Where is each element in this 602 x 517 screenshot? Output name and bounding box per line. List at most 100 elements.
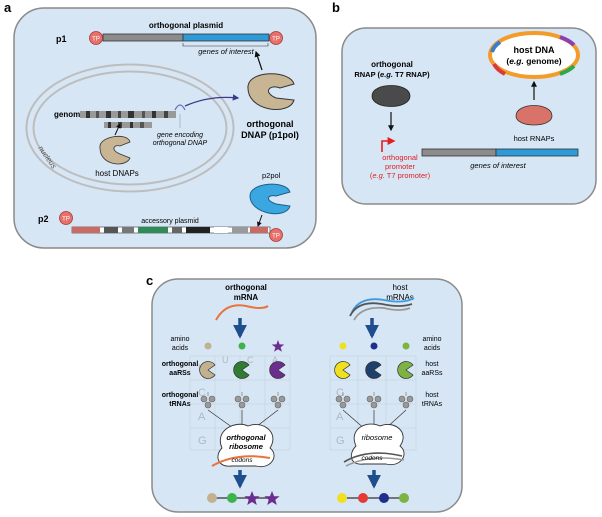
right-peptide-aa-2	[358, 493, 368, 503]
accessory-plasmid-label: accessory plasmid	[141, 218, 199, 225]
orthogonal-dnap-label-1: orthogonal	[247, 119, 294, 129]
left-aa-tan-icon	[204, 342, 212, 350]
right-peptide-aa-1	[337, 493, 347, 503]
right-peptide-aa-4	[399, 493, 409, 503]
right-aa-yellow-icon	[339, 342, 347, 350]
right-aa-lime-icon	[402, 342, 410, 350]
right-aars-lime-icon	[397, 361, 414, 379]
orthogonal-aarss-label-2: aaRSs	[169, 370, 191, 377]
left-codon-col-u: U	[222, 355, 229, 365]
host-mrnas-label-1: host	[392, 283, 408, 292]
genome-chromosomes	[80, 111, 176, 128]
left-peptide-aa-2	[227, 493, 237, 503]
genome-label: genome	[54, 110, 85, 119]
orthogonal-rnap-shape	[371, 85, 411, 107]
left-aa-purple-star-icon	[271, 340, 285, 352]
panel-b-backbone	[421, 148, 497, 157]
accessory-plasmid-backbone	[71, 226, 271, 234]
right-codon-g: G	[336, 435, 345, 447]
orthogonal-dnap-shape	[247, 73, 295, 110]
orthogonal-mrna-strand	[215, 304, 269, 321]
p2pol-arrow	[257, 214, 263, 227]
p1-genes-of-interest-segment	[182, 33, 270, 42]
right-codons-label: codons	[362, 455, 384, 462]
left-ribosome-mrna	[211, 455, 271, 467]
left-aa-green-icon	[238, 342, 246, 350]
panel-label-b: b	[332, 0, 340, 15]
promoter-label-1: orthogonal	[382, 153, 418, 162]
orthogonal-rnap-label-2: RNAP (e.g. T7 RNAP)	[354, 70, 430, 79]
p2-label: p2	[38, 214, 49, 224]
orthogonal-plasmid-label: orthogonal plasmid	[149, 21, 223, 30]
panel-a-background	[13, 7, 317, 249]
orthogonal-trnas-label-2: tRNAs	[169, 401, 190, 408]
host-dna-ring	[488, 31, 580, 79]
dnap-to-plasmid-arrow	[254, 50, 263, 71]
orthogonal-mrna-label-1: orthogonal	[225, 283, 267, 292]
right-aars-yellow-icon	[334, 361, 351, 379]
left-trna-icons	[200, 392, 286, 409]
left-peptide-aa-4	[264, 491, 280, 505]
panel-label-c: c	[146, 273, 153, 288]
promoter-label-3: (e.g. T7 promoter)	[370, 171, 431, 180]
host-rnap-shape	[515, 105, 553, 126]
p2-tp-right-icon	[269, 228, 283, 242]
gene-marker	[174, 104, 186, 111]
left-aars-tan-icon	[199, 361, 216, 379]
left-codon-g: G	[198, 435, 207, 447]
p1-tp-left-icon	[89, 31, 103, 45]
orthogonal-rnap-label-1: orthogonal	[371, 60, 413, 69]
host-mrnas-label-2: mRNAs	[386, 293, 414, 302]
panel-b-gene-segment	[495, 148, 579, 157]
host-trnas-label-2: tRNAs	[422, 401, 443, 408]
host-dnap-arrow	[114, 123, 121, 136]
orthogonal-dnap-label-2: DNAP (p1pol)	[241, 130, 299, 140]
orthogonal-ribosome-label-1: orthogonal	[226, 433, 266, 442]
amino-acids-left-label-1: amino	[170, 336, 189, 343]
left-aars-purple-icon	[269, 361, 286, 379]
orthogonal-ribosome-label-2: ribosome	[229, 442, 263, 451]
left-peptide-aa-1	[207, 493, 217, 503]
p1-genes-of-interest-label: genes of interest	[198, 47, 254, 56]
promoter-label-2: promoter	[385, 162, 416, 171]
right-trna-icons	[335, 392, 414, 409]
host-dna-label-2: (e.g. genome)	[506, 56, 561, 66]
panel-label-a: a	[4, 0, 12, 15]
host-aarss-label-1: host	[425, 361, 438, 368]
gene-to-dnap-arrow	[184, 94, 240, 107]
left-codon-col-a: A	[272, 355, 278, 365]
orthogonal-trnas-label-1: orthogonal	[162, 392, 199, 399]
amino-acids-right-label-2: acids	[424, 345, 441, 352]
right-aars-navy-icon	[365, 361, 382, 379]
p2pol-label: p2pol	[262, 171, 281, 180]
left-peptide-aa-3	[244, 491, 260, 505]
right-codon-c: C	[336, 387, 344, 399]
left-codons-label: codons	[232, 457, 254, 464]
right-ribosome-mrnas	[343, 452, 405, 467]
amino-acids-right-label-1: amino	[422, 336, 441, 343]
p2-tp-left-icon	[59, 211, 73, 225]
p1-label: p1	[56, 34, 67, 44]
left-aars-green-icon	[233, 361, 250, 379]
p2-tp-left-text: TP	[62, 217, 70, 223]
p1-tp-right-text: TP	[272, 37, 280, 43]
left-codon-a: A	[198, 411, 206, 423]
host-ribosome-label: ribosome	[362, 433, 393, 442]
host-trnas-label-1: host	[425, 392, 438, 399]
right-peptide-aa-3	[379, 493, 389, 503]
host-aarss-label-2: aaRSs	[421, 370, 443, 377]
p2-tp-right-text: TP	[272, 234, 280, 240]
orthogonal-mrna-label-2: mRNA	[234, 293, 259, 302]
right-codon-a: A	[336, 411, 344, 423]
panel-b-genes-of-interest-label: genes of interest	[470, 161, 526, 170]
host-rnaps-label: host RNAPs	[514, 134, 555, 143]
host-dnaps-label: host DNAPs	[95, 169, 139, 178]
right-aa-navy-icon	[370, 342, 378, 350]
p1-tp-right-icon	[269, 31, 283, 45]
host-mrna-strands	[349, 297, 415, 321]
p1-tp-left-text: TP	[92, 37, 100, 43]
amino-acids-left-label-2: acids	[172, 345, 189, 352]
genes-bracket	[182, 43, 269, 47]
left-codon-c: C	[198, 387, 206, 399]
